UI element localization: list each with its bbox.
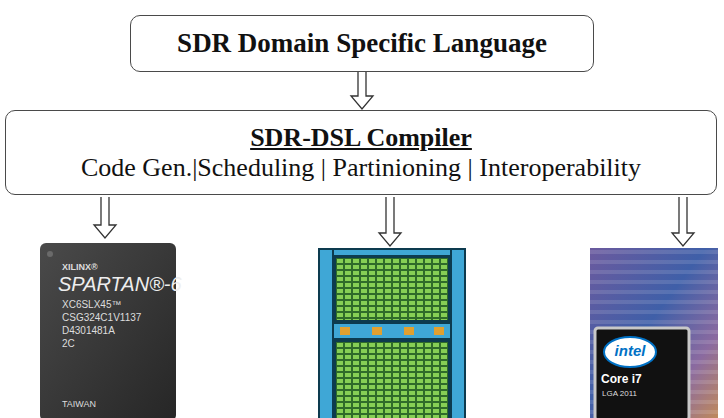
chip-marking: CSG324C1V1137 (62, 313, 141, 324)
cpu-badge (595, 328, 689, 418)
gpu-unit (404, 327, 414, 335)
cpu-brand: intel (604, 343, 656, 359)
cpu-die-cores (590, 248, 718, 418)
gpu-unit (434, 327, 444, 335)
chip-marking: 2C (62, 339, 75, 350)
compiler-box: SDR-DSL CompilerCode Gen.|Scheduling | P… (5, 110, 717, 195)
gpu-unit (372, 327, 382, 335)
intel-logo-ring (604, 337, 656, 367)
chip-origin: TAIWAN (62, 400, 96, 409)
double-arrow (94, 197, 116, 238)
cpu-model: Core i7 (601, 373, 642, 386)
cpu-socket: LGA 2011 (602, 390, 637, 398)
chip-family: SPARTAN®-6 (58, 274, 182, 295)
gpu-io-column (452, 250, 464, 418)
fpga-chip (40, 243, 176, 418)
pin-one-dot (47, 251, 53, 257)
cpu-die (590, 248, 718, 418)
double-arrow-connector (351, 72, 373, 109)
double-arrow (379, 197, 401, 246)
gpu-cache-band (334, 324, 450, 338)
chip-marking: D4301481A (62, 326, 115, 337)
box-title: SDR Domain Specific Language (177, 28, 547, 59)
chip-marking: XC6SLX45™ (62, 300, 121, 311)
double-arrow (672, 197, 694, 246)
language-box: SDR Domain Specific Language (130, 15, 594, 72)
gpu-unit (340, 327, 350, 335)
gpu-core-grid (336, 258, 448, 320)
gpu-die (318, 248, 466, 418)
box-subtitle: Code Gen.|Scheduling | Partinioning | In… (81, 153, 641, 183)
gpu-top-strip (334, 250, 450, 255)
box-title: SDR-DSL Compiler (250, 123, 472, 153)
chip-brand: XILINX® (62, 263, 98, 272)
gpu-io-column (320, 250, 332, 418)
gpu-core-grid (336, 342, 448, 418)
